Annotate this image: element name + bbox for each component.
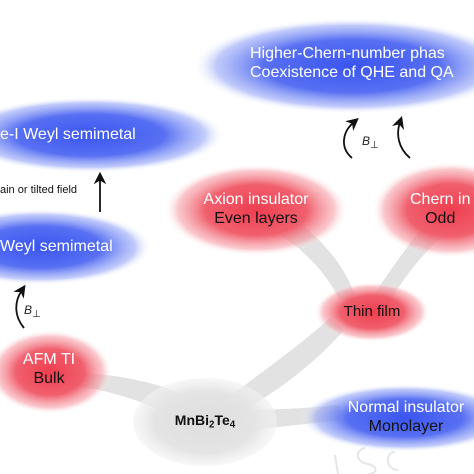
arrow-afm-to-weyl <box>13 284 26 329</box>
center-ellipse <box>133 378 277 466</box>
afm-ti-label: AFM TI Bulk <box>8 350 90 388</box>
axion-ellipse <box>164 164 348 256</box>
type1-weyl-label: e-I Weyl semimetal <box>0 125 136 144</box>
chern-ellipse <box>372 162 474 258</box>
higher-chern-label: Higher-Chern-number phas Coexistence of … <box>250 44 474 82</box>
normal-ellipse <box>300 384 474 452</box>
axion-line1: Axion insulator <box>203 191 309 208</box>
thin-film-ellipse <box>314 282 430 342</box>
field-symbol-bottom: B <box>24 303 33 317</box>
center-label: MnBi2Te4 <box>160 412 250 431</box>
chern-line1: Chern in <box>410 191 471 208</box>
higher-chern-line1: Higher-Chern-number phas <box>250 45 445 62</box>
axion-label: Axion insulator Even layers <box>186 190 326 228</box>
center-sub1: 2 <box>209 419 215 431</box>
normal-line1: Normal insulator <box>347 399 465 416</box>
axion-line2: Even layers <box>214 210 298 228</box>
higher-chern-ellipse <box>192 18 474 114</box>
weyl-label: Weyl semimetal <box>0 237 113 256</box>
field-label-bottom: B⊥ <box>24 303 41 321</box>
afm-ti-line2: Bulk <box>33 370 65 388</box>
center-sub2: 4 <box>229 419 236 431</box>
chern-line2: Odd <box>425 210 456 228</box>
strain-note-text: ain or tilted field <box>0 184 78 196</box>
field-label-top: B⊥ <box>362 134 379 152</box>
strain-note-label: ain or tilted field <box>0 184 77 197</box>
arrow-chern-to-higher <box>392 116 411 159</box>
watermark-mark <box>334 447 399 474</box>
thin-film-label: Thin film <box>336 303 408 321</box>
thin-film-text: Thin film <box>343 303 401 320</box>
chern-label: Chern in Odd <box>410 190 470 228</box>
field-symbol-top: B <box>362 134 371 148</box>
center-prefix: MnBi <box>174 412 209 428</box>
afm-ti-ellipse <box>0 330 112 414</box>
field-perp-top: ⊥ <box>370 140 379 151</box>
field-perp-bottom: ⊥ <box>32 309 41 320</box>
afm-ti-line1: AFM TI <box>22 351 76 368</box>
normal-label: Normal insulator Monolayer <box>338 398 474 436</box>
higher-chern-line2: Coexistence of QHE and QA <box>250 64 454 82</box>
type1-weyl-text: e-I Weyl semimetal <box>0 126 136 143</box>
type1-weyl-ellipse <box>0 97 225 173</box>
arrow-axion-to-higher <box>343 117 359 159</box>
normal-line2: Monolayer <box>368 418 444 436</box>
weyl-ellipse <box>0 209 152 285</box>
weyl-text: Weyl semimetal <box>0 238 113 255</box>
center-mid: Te <box>214 412 230 428</box>
